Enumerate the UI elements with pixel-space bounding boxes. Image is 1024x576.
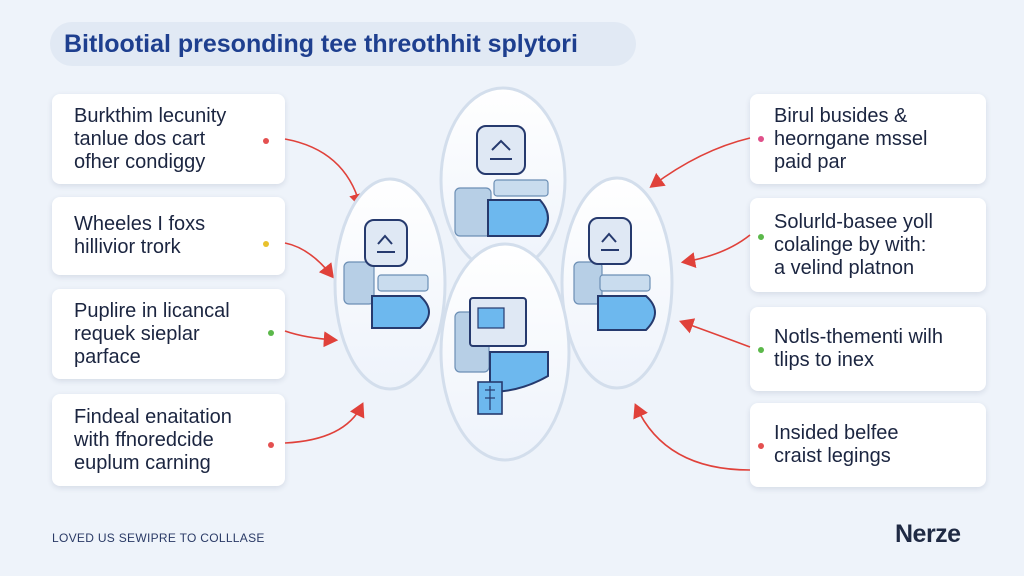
right-card-3-text: Notls-thementi wilh tlips to inex	[774, 326, 943, 371]
arrow-right-3	[678, 318, 751, 348]
pod-left	[333, 177, 447, 391]
left-card-3: Puplire in licancal requek sieplar parfa…	[52, 289, 285, 379]
arrow-right-2	[680, 234, 751, 268]
arrow-left-2	[284, 242, 334, 279]
left-card-1-text: Burkthim lecunity tanlue dos cart ofher …	[74, 104, 227, 173]
robot-machine-icon	[454, 125, 549, 237]
arrow-left-4	[284, 402, 365, 444]
right-card-1-dot	[758, 136, 764, 142]
pod-top	[439, 86, 567, 274]
footer-tagline: LOVED US SEWIPRE TO COLLLASE	[52, 531, 265, 545]
right-card-4: Insided belfee craist legings	[750, 403, 986, 487]
left-card-2: Wheeles I foxs hillivior trork	[52, 197, 285, 275]
right-card-4-dot	[758, 443, 764, 449]
arrow-right-4	[633, 403, 751, 471]
robot-machine-icon	[573, 217, 656, 331]
screen-machine-icon	[454, 297, 549, 415]
left-card-2-text: Wheeles I foxs hillivior trork	[74, 213, 206, 258]
page-title: Bitlootial presonding tee threothhit spl…	[64, 29, 578, 58]
left-card-3-dot	[268, 330, 274, 336]
arrow-left-1	[284, 138, 365, 209]
pod-right	[560, 176, 674, 390]
brand-logo: Nerze	[895, 520, 961, 548]
robot-machine-icon	[343, 219, 430, 329]
right-card-1: Birul busides & heorngane mssel paid par	[750, 94, 986, 184]
left-card-2-dot	[263, 241, 269, 247]
pod-bottom	[439, 242, 571, 462]
left-card-4: Findeal enaitation with ffnoredcide eupl…	[52, 394, 285, 486]
right-card-2-dot	[758, 234, 764, 240]
arrow-left-3	[284, 330, 339, 348]
left-card-1-dot	[263, 138, 269, 144]
right-card-4-text: Insided belfee craist legings	[774, 422, 899, 467]
right-card-2-text: Solurld-basee yoll colalinge by with: a …	[774, 210, 933, 279]
right-card-3-dot	[758, 347, 764, 353]
title-banner: Bitlootial presonding tee threothhit spl…	[50, 22, 636, 66]
left-card-4-text: Findeal enaitation with ffnoredcide eupl…	[74, 405, 232, 474]
right-card-1-text: Birul busides & heorngane mssel paid par	[774, 104, 928, 173]
right-card-3: Notls-thementi wilh tlips to inex	[750, 307, 986, 391]
left-card-3-text: Puplire in licancal requek sieplar parfa…	[74, 299, 230, 368]
right-card-2: Solurld-basee yoll colalinge by with: a …	[750, 198, 986, 292]
left-card-1: Burkthim lecunity tanlue dos cart ofher …	[52, 94, 285, 184]
arrow-right-1	[649, 137, 751, 188]
left-card-4-dot	[268, 442, 274, 448]
